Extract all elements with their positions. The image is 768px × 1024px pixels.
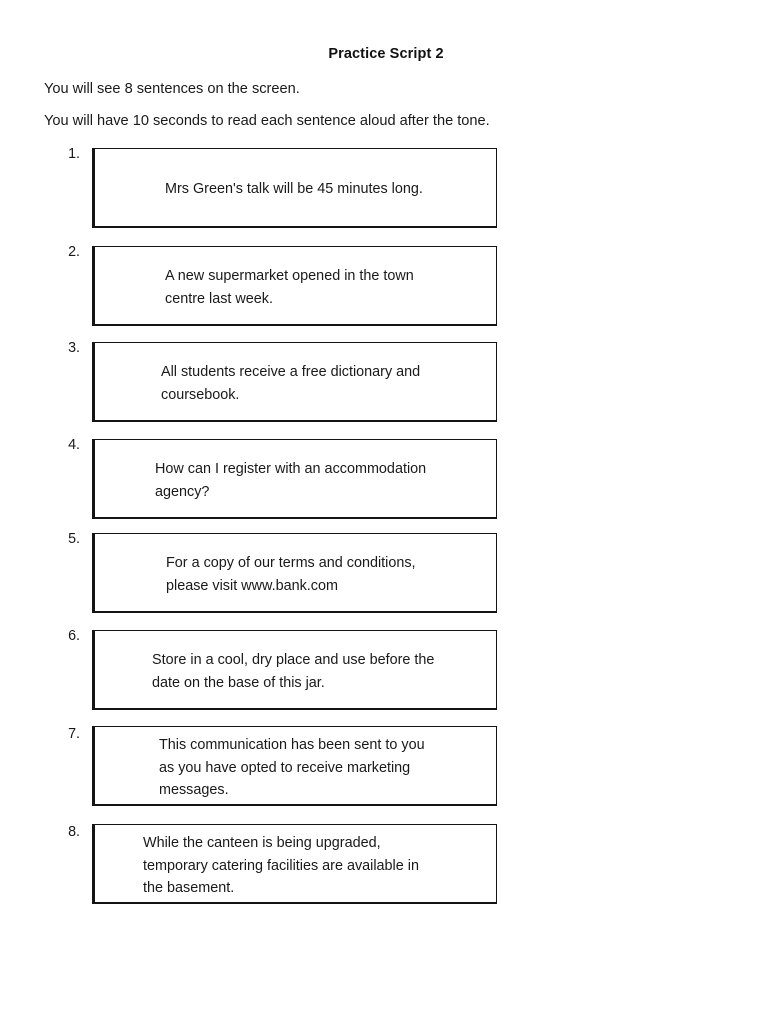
sentence-text: A new supermarket opened in the town cen… (165, 268, 414, 307)
sentence-text: This communication has been sent to you … (159, 737, 425, 798)
sentence-text: How can I register with an accommodation… (155, 461, 427, 500)
sentence-text: All students receive a free dictionary a… (161, 364, 421, 403)
sentence-box: A new supermarket opened in the town cen… (92, 246, 497, 326)
intro-line-1: You will see 8 sentences on the screen. (44, 81, 300, 97)
sentence-text: For a copy of our terms and conditions, … (166, 555, 416, 594)
sentence-box: This communication has been sent to you … (92, 726, 497, 806)
sentence-box: While the canteen is being upgraded, tem… (92, 824, 497, 904)
list-item-number: 8. (68, 824, 80, 840)
sentence-text: Mrs Green's talk will be 45 minutes long… (165, 181, 423, 197)
list-item-number: 7. (68, 726, 80, 742)
sentence-text: Store in a cool, dry place and use befor… (152, 652, 435, 691)
sentence-text: While the canteen is being upgraded, tem… (143, 835, 419, 896)
sentence-box: Store in a cool, dry place and use befor… (92, 630, 497, 710)
sentence-box: All students receive a free dictionary a… (92, 342, 497, 422)
sentence-box: Mrs Green's talk will be 45 minutes long… (92, 148, 497, 228)
intro-line-2: You will have 10 seconds to read each se… (44, 113, 490, 129)
list-item-number: 3. (68, 340, 80, 356)
sentence-box: How can I register with an accommodation… (92, 439, 497, 519)
list-item-number: 5. (68, 531, 80, 547)
list-item-number: 4. (68, 437, 80, 453)
sentence-box: For a copy of our terms and conditions, … (92, 533, 497, 613)
page-title: Practice Script 2 (328, 46, 444, 62)
list-item-number: 6. (68, 628, 80, 644)
list-item-number: 1. (68, 146, 80, 162)
list-item-number: 2. (68, 244, 80, 260)
